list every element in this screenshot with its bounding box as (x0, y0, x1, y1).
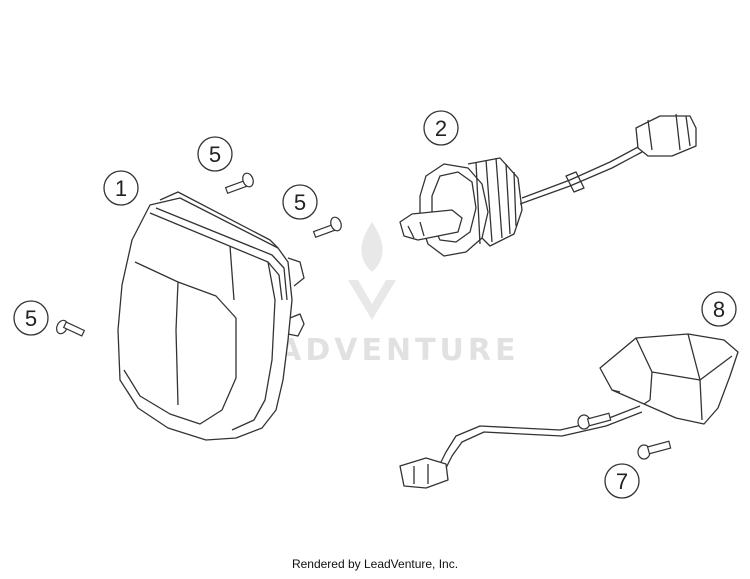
bulb-socket-harness (399, 113, 697, 257)
screw-upper (224, 172, 254, 195)
callout-8-label: 8 (713, 297, 725, 322)
screw-left (55, 319, 86, 337)
position-light (399, 333, 739, 489)
callout-7: 7 (604, 463, 640, 499)
screw-right-lower (637, 440, 672, 460)
callout-5c-label: 5 (25, 306, 37, 331)
callout-5b: 5 (282, 184, 318, 220)
callout-5a: 5 (197, 136, 233, 172)
callout-8: 8 (701, 291, 737, 327)
callout-5a-label: 5 (209, 142, 221, 167)
callout-1-label: 1 (115, 176, 127, 201)
screw-right-upper (577, 412, 612, 430)
headlight-housing (117, 191, 305, 441)
footer-credit: Rendered by LeadVenture, Inc. (291, 557, 459, 571)
callout-5b-label: 5 (294, 190, 306, 215)
callout-2-label: 2 (435, 116, 447, 141)
screw-middle (312, 216, 342, 239)
callout-1: 1 (103, 170, 139, 206)
callout-5c: 5 (13, 300, 49, 336)
callout-7-label: 7 (616, 469, 628, 494)
watermark-logo (348, 222, 396, 320)
callout-2: 2 (423, 110, 459, 146)
